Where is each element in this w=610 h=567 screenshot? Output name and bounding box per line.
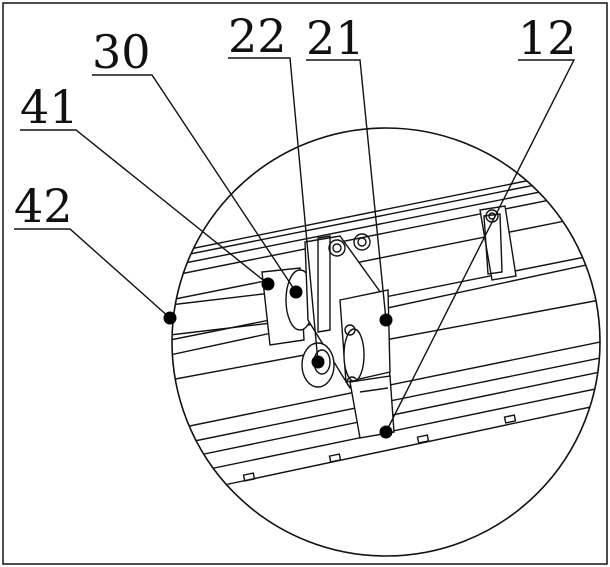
leader-22 <box>228 57 319 363</box>
label-22: 22 <box>228 9 287 63</box>
label-12: 12 <box>518 11 577 65</box>
label-42: 42 <box>14 179 73 233</box>
leader-12 <box>385 59 576 433</box>
label-41: 41 <box>20 80 79 134</box>
dot-30 <box>289 285 303 299</box>
mechanism-drawing <box>172 165 600 489</box>
label-30: 30 <box>92 25 151 79</box>
dot-12 <box>379 425 393 439</box>
dot-41 <box>261 277 275 291</box>
leader-21 <box>306 59 387 321</box>
marker-dots <box>163 277 393 439</box>
reference-labels: 42 41 30 22 21 12 <box>14 9 577 233</box>
dot-42 <box>163 311 177 325</box>
leader-41 <box>20 129 269 285</box>
dot-22 <box>311 355 325 369</box>
dot-21 <box>379 313 393 327</box>
leader-42 <box>14 228 171 319</box>
leader-30 <box>92 74 297 293</box>
leader-lines <box>14 57 576 433</box>
label-21: 21 <box>306 11 365 65</box>
